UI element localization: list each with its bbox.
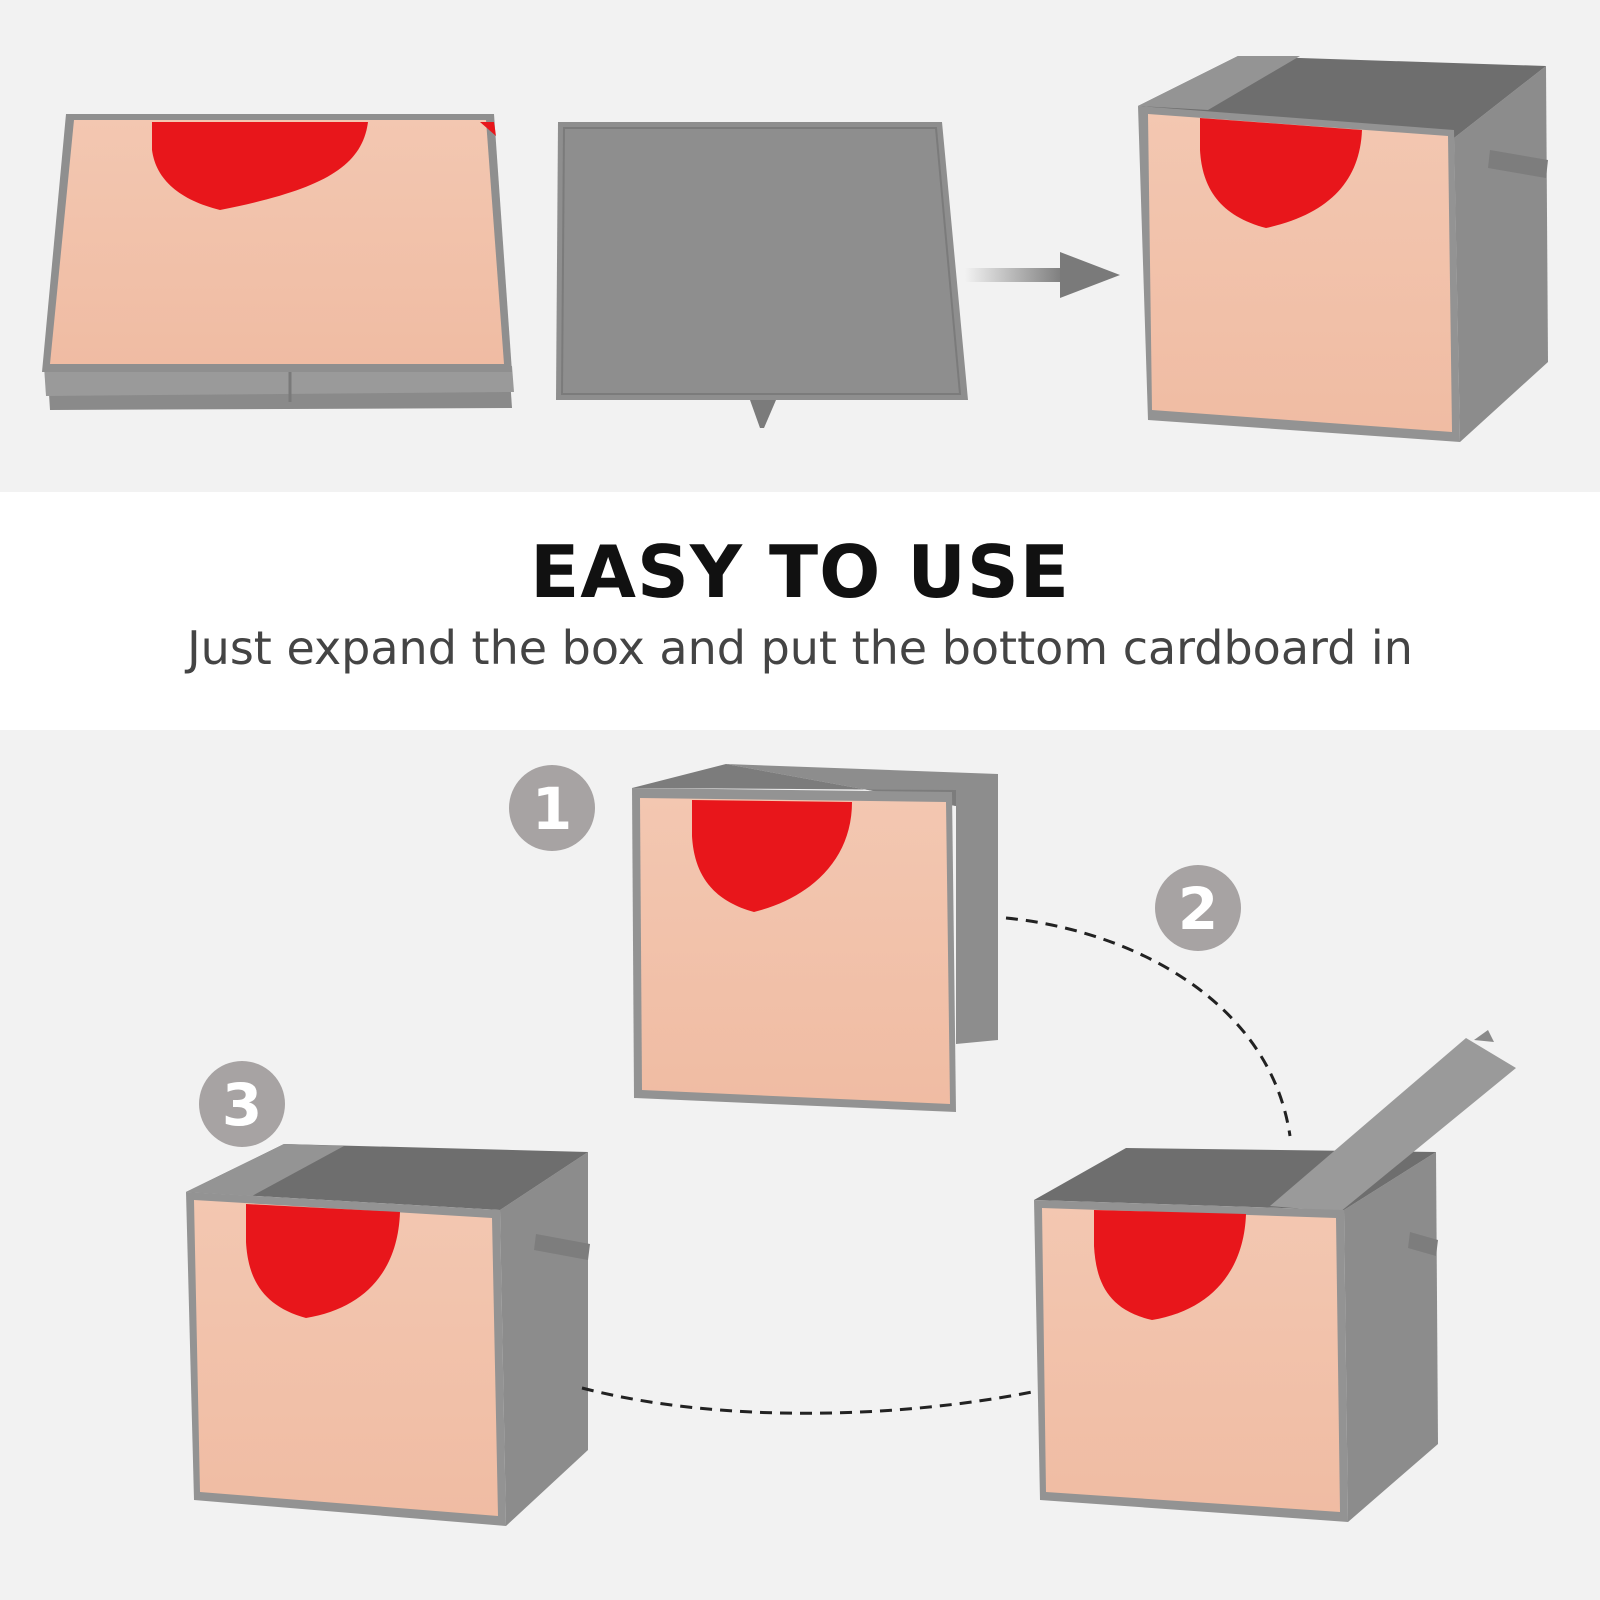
- step-badge-2: 2: [1155, 865, 1241, 951]
- assembled-box: [1138, 56, 1548, 442]
- step-number-2: 2: [1178, 875, 1218, 943]
- folded-box: [42, 114, 514, 410]
- headline: EASY TO USE: [530, 530, 1070, 614]
- step-number-1: 1: [532, 775, 572, 843]
- step-1-box: [632, 764, 998, 1112]
- step-number-3: 3: [222, 1071, 262, 1139]
- heart-print: [152, 122, 368, 210]
- step-badge-1: 1: [509, 765, 595, 851]
- subline: Just expand the box and put the bottom c…: [187, 621, 1413, 675]
- dashed-path-lower: [581, 1386, 1033, 1415]
- caption-band: [0, 492, 1600, 730]
- dashed-path-icon: [1005, 916, 1292, 1137]
- step-2-box: [1034, 1030, 1516, 1522]
- bottom-cardboard: [556, 122, 968, 428]
- step-badge-3: 3: [199, 1061, 285, 1147]
- arrow-right-icon: [965, 252, 1120, 298]
- step-3-box: [186, 1144, 590, 1526]
